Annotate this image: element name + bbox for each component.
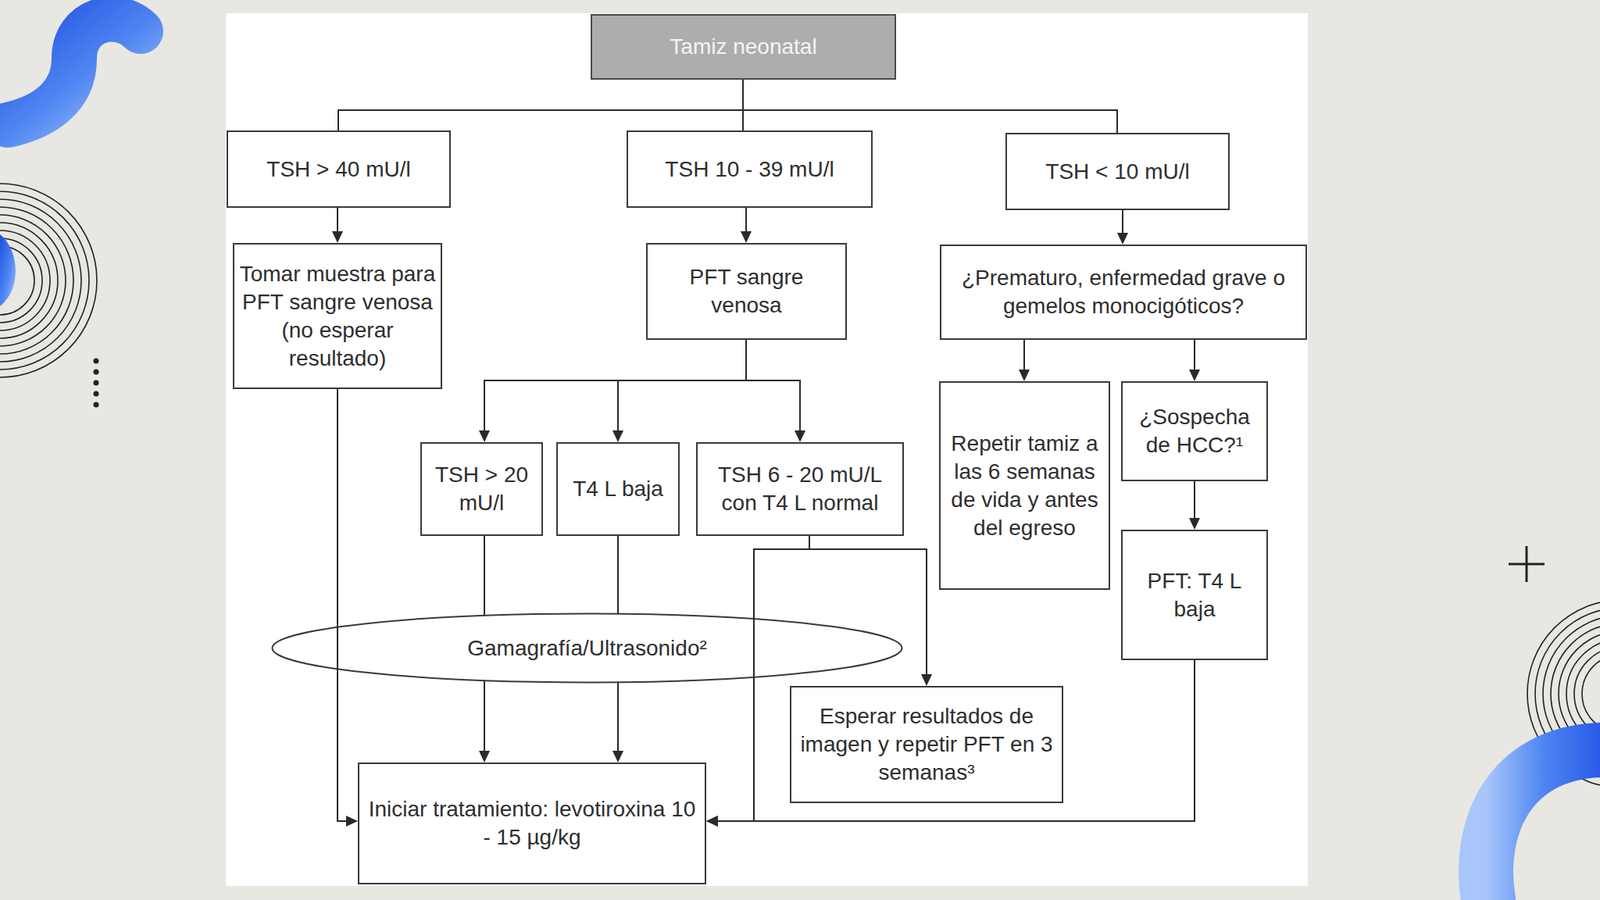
connector [1189,339,1200,382]
connector-line [742,79,744,131]
connector-line [617,535,619,615]
arrow-head [612,750,624,763]
connector-line [483,680,486,753]
node-text: TSH > 40 mU/l [266,155,411,184]
connector-line [809,535,927,676]
node-text: Esperar resultados de imagen y repetir P… [796,702,1058,787]
process-box: Iniciar tratamiento: levotiroxina 10 - 1… [357,762,707,885]
process-box: PFT sangre venosa [646,242,847,340]
connector [478,680,490,763]
connector-line [337,389,348,822]
node-text: PFT: T4 L baja [1127,567,1262,624]
node-text: Tomar muestra para PFT sangre venosa (no… [239,260,436,373]
process-box: ¿Sospecha de HCC?¹ [1121,381,1268,482]
white-panel [225,13,1308,886]
process-box: ¿Prematuro, enfermedad grave o gemelos m… [939,244,1308,340]
process-box: Tomar muestra para PFT sangre venosa (no… [232,242,443,390]
arrow-head [794,430,806,443]
connector [706,535,810,827]
connector-line [484,339,747,433]
concentric-circles [0,183,97,378]
connector-line [716,660,1195,822]
blue-blob [0,234,16,307]
connector [740,207,752,243]
connector-line [1121,210,1124,235]
process-box: TSH > 40 mU/l [226,130,451,208]
connector-line [742,79,1118,133]
arrow-head [706,815,718,827]
connector [478,339,747,443]
ellipse-shape [272,614,903,683]
arrow-head [706,815,718,827]
dot-column [93,358,100,408]
node-text: Tamiz neonatal [669,32,817,61]
node-text: ¿Prematuro, enfermedad grave o gemelos m… [946,264,1301,321]
blue-squiggle [7,19,141,125]
arrow-head [332,231,343,243]
connector [1018,339,1030,382]
process-box: TSH 6 - 20 mU/L con T4 L normal [696,442,904,536]
connector [742,79,744,131]
connector-line [1193,481,1196,520]
connector-line [746,339,800,433]
blue-swirl [1485,750,1600,900]
connector [332,207,343,243]
node-text: TSH 6 - 20 mU/L con T4 L normal [702,460,898,518]
node-text: Repetir tamiz a las 6 semanas de vida y … [945,429,1104,543]
connector-line [336,207,339,233]
node-text: PFT sangre venosa [652,263,841,320]
connector-line [617,339,747,433]
connector [809,535,933,686]
connector [746,339,806,443]
connector-line [745,207,747,233]
node-text: T4 L baja [572,475,664,504]
process-ellipse: Gamagrafía/Ultrasonido² [271,612,904,684]
connector [617,535,619,615]
connector [338,79,743,131]
connector [1189,481,1200,530]
arrow-head [612,430,624,443]
arrow-head [921,674,933,686]
node-text: TSH < 10 mU/l [1045,157,1190,186]
connector-line [1193,339,1196,372]
connector-line [716,535,810,822]
arrow-head [1189,369,1200,382]
arrow-head [478,750,490,763]
connector [612,339,747,443]
connector-line [1023,339,1025,372]
process-box: Esperar resultados de imagen y repetir P… [789,685,1064,804]
start-box: Tamiz neonatal [590,14,897,80]
connector [337,389,358,827]
connector-line [483,535,486,616]
process-box: Repetir tamiz a las 6 semanas de vida y … [939,381,1111,590]
connector-line [617,682,619,753]
arrow-head [1018,369,1030,382]
process-box: TSH < 10 mU/l [1005,132,1230,211]
connector [742,79,1118,133]
arrow-head [1117,232,1129,245]
connector-line [338,79,743,131]
arrow-head [346,815,358,827]
plus-sign [1508,546,1545,583]
node-text: TSH 10 - 39 mU/l [664,155,834,184]
connector [706,660,1195,827]
connector [612,682,624,763]
process-box: T4 L baja [556,442,680,536]
arrow-head [478,430,490,443]
node-text: ¿Sospecha de HCC?¹ [1127,403,1262,460]
arrow-head [1189,517,1200,530]
node-text: Iniciar tratamiento: levotiroxina 10 - 1… [364,795,700,852]
arrow-head [740,231,752,243]
process-box: PFT: T4 L baja [1121,529,1268,661]
process-box: TSH 10 - 39 mU/l [626,130,873,208]
connector [484,535,486,616]
node-text: Gamagrafía/Ultrasonido² [467,634,708,663]
node-text: TSH > 20 mU/l [426,460,537,518]
connector [1117,210,1129,245]
process-box: TSH > 20 mU/l [420,442,543,536]
